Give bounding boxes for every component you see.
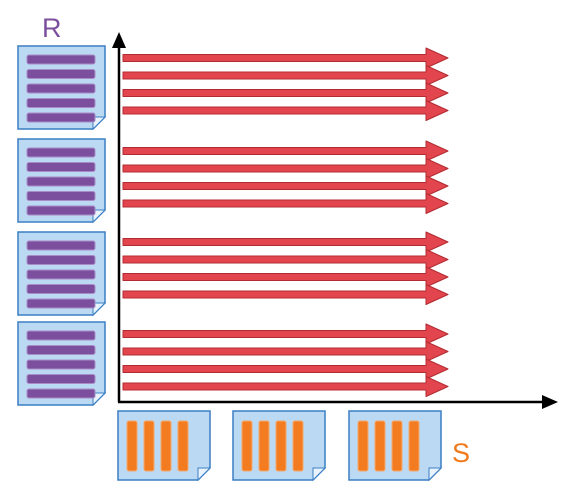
y-axis-arrowhead — [112, 32, 126, 48]
page-fold — [312, 467, 327, 482]
r-record-bar — [26, 359, 96, 370]
r-page-2 — [17, 138, 107, 224]
join-arrow — [122, 140, 449, 162]
join-arrow — [122, 193, 449, 214]
arrow-layer — [122, 47, 449, 397]
x-axis-arrowhead — [542, 395, 558, 409]
join-arrow — [122, 158, 449, 179]
page-fold — [92, 302, 107, 317]
s-record-bar — [126, 420, 138, 472]
s-record-bar — [408, 420, 420, 472]
r-record-bar — [26, 345, 96, 355]
join-arrow — [122, 341, 449, 362]
relation-s-label: S — [452, 438, 471, 468]
s-record-bar — [357, 420, 369, 472]
relation-s-pages — [117, 410, 443, 482]
join-arrow — [122, 323, 449, 345]
r-record-bar — [26, 112, 96, 123]
s-page-3 — [348, 410, 443, 482]
join-arrow — [122, 358, 449, 380]
join-arrow — [122, 47, 449, 69]
r-page-1 — [17, 45, 107, 131]
page-fold — [428, 467, 443, 482]
r-record-bar — [26, 98, 96, 108]
r-page-3 — [17, 231, 107, 317]
join-arrow — [122, 284, 449, 305]
join-arrow — [122, 175, 449, 197]
r-record-bar — [26, 330, 96, 341]
r-record-bar — [26, 191, 96, 201]
r-record-bar — [26, 162, 96, 172]
r-record-bar — [26, 298, 96, 309]
axes — [112, 32, 558, 409]
join-arrow — [122, 82, 449, 104]
r-record-bar — [26, 69, 96, 79]
join-arrow — [122, 266, 449, 288]
r-record-bar — [26, 205, 96, 216]
r-record-bar — [26, 374, 96, 384]
page-fold — [92, 209, 107, 224]
s-page-1 — [117, 410, 212, 482]
s-record-bar — [241, 420, 253, 472]
s-record-bar — [143, 420, 155, 472]
s-record-bar — [177, 420, 189, 472]
r-page-4 — [17, 321, 107, 407]
r-record-bar — [26, 240, 96, 251]
r-record-bar — [26, 388, 96, 399]
r-record-bar — [26, 176, 96, 187]
r-record-bar — [26, 54, 96, 65]
s-page-2 — [232, 410, 327, 482]
join-arrow — [122, 231, 449, 253]
s-record-bar — [391, 420, 403, 472]
r-record-bar — [26, 83, 96, 94]
relation-r-pages — [17, 45, 107, 407]
s-record-bar — [160, 420, 172, 472]
relation-r-label: R — [42, 13, 62, 43]
page-fold — [92, 392, 107, 407]
page-fold — [197, 467, 212, 482]
r-record-bar — [26, 284, 96, 294]
s-record-bar — [275, 420, 287, 472]
join-arrow — [122, 65, 449, 86]
s-record-bar — [258, 420, 270, 472]
r-record-bar — [26, 269, 96, 280]
join-arrow — [122, 249, 449, 270]
r-record-bar — [26, 255, 96, 265]
s-record-bar — [292, 420, 304, 472]
r-record-bar — [26, 147, 96, 158]
s-record-bar — [374, 420, 386, 472]
join-arrow — [122, 100, 449, 121]
join-arrow — [122, 376, 449, 397]
page-fold — [92, 116, 107, 131]
